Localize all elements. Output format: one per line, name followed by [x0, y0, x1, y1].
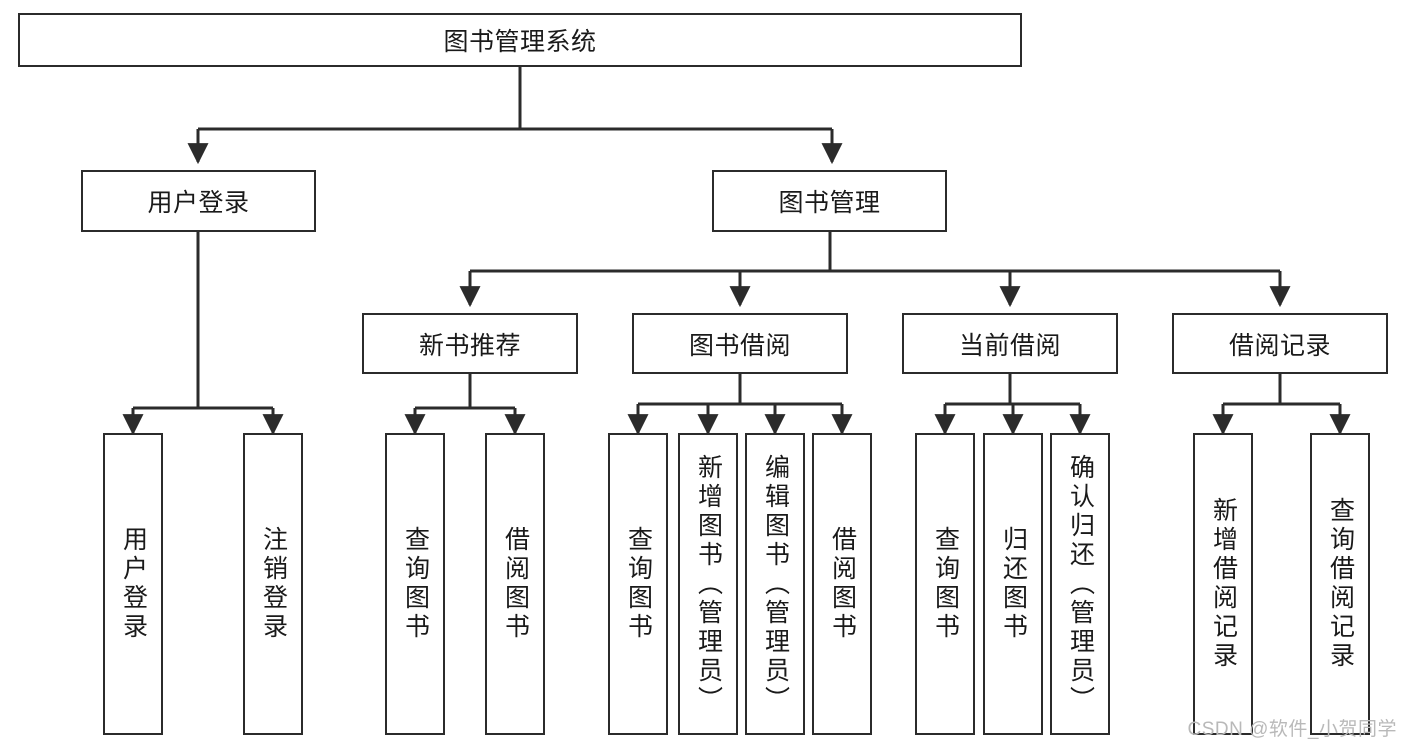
- leaf-records-add[interactable]: 新增借阅记录: [1193, 433, 1253, 735]
- node-label: 查询借阅记录: [1326, 497, 1355, 671]
- node-label: 新增图书（管理员）: [694, 453, 723, 715]
- leaf-records-query[interactable]: 查询借阅记录: [1310, 433, 1370, 735]
- leaf-new-book-borrow[interactable]: 借阅图书: [485, 433, 545, 735]
- node-label: 借阅记录: [1228, 331, 1331, 360]
- leaf-user-login-logout[interactable]: 注销登录: [243, 433, 303, 735]
- node-label: 当前借阅: [958, 331, 1061, 360]
- leaf-current-confirm-return[interactable]: 确认归还（管理员）: [1050, 433, 1110, 735]
- leaf-user-login-login[interactable]: 用户登录: [103, 433, 163, 735]
- node-user-login[interactable]: 用户登录: [81, 170, 316, 232]
- node-book-borrow[interactable]: 图书借阅: [632, 313, 848, 374]
- node-label: 查询图书: [624, 526, 653, 642]
- node-new-book-recommend[interactable]: 新书推荐: [362, 313, 578, 374]
- leaf-borrow-borrow-book[interactable]: 借阅图书: [812, 433, 872, 735]
- node-label: 图书管理: [778, 189, 881, 217]
- leaf-borrow-add-book[interactable]: 新增图书（管理员）: [678, 433, 738, 735]
- node-label: 查询图书: [931, 526, 960, 642]
- node-book-management[interactable]: 图书管理: [712, 170, 947, 232]
- node-label: 借阅图书: [828, 526, 857, 642]
- node-current-borrow[interactable]: 当前借阅: [902, 313, 1118, 374]
- leaf-current-query[interactable]: 查询图书: [915, 433, 975, 735]
- node-label: 注销登录: [259, 526, 288, 642]
- node-label: 用户登录: [147, 189, 250, 217]
- node-borrow-records[interactable]: 借阅记录: [1172, 313, 1388, 374]
- node-label: 查询图书: [401, 526, 430, 642]
- node-label: 借阅图书: [501, 526, 530, 642]
- node-label: 编辑图书（管理员）: [761, 453, 790, 715]
- leaf-current-return[interactable]: 归还图书: [983, 433, 1043, 735]
- leaf-borrow-edit-book[interactable]: 编辑图书（管理员）: [745, 433, 805, 735]
- node-label: 图书借阅: [688, 331, 791, 360]
- node-label: 用户登录: [119, 526, 148, 642]
- leaf-borrow-query[interactable]: 查询图书: [608, 433, 668, 735]
- node-label: 图书管理系统: [443, 28, 597, 56]
- node-root[interactable]: 图书管理系统: [18, 13, 1022, 67]
- node-label: 新书推荐: [418, 331, 521, 360]
- leaf-new-book-query[interactable]: 查询图书: [385, 433, 445, 735]
- node-label: 新增借阅记录: [1209, 497, 1238, 671]
- node-label: 归还图书: [999, 526, 1028, 642]
- node-label: 确认归还（管理员）: [1066, 453, 1095, 715]
